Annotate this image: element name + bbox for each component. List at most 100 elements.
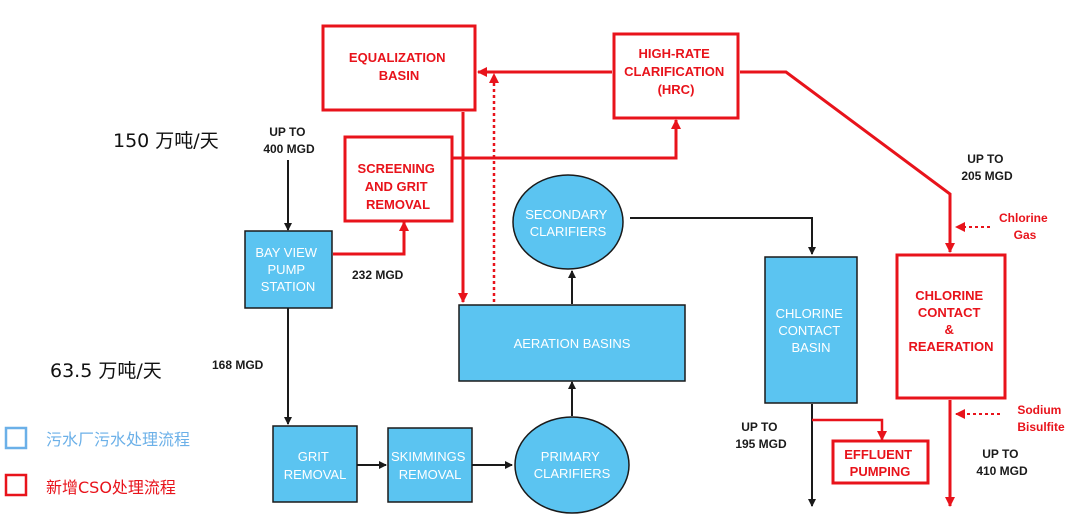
bay-view-label-2: PUMP — [268, 262, 305, 277]
flow-up-to-205: UP TO 205 MGD — [961, 152, 1013, 183]
skimmings-label-1: SKIMMINGS — [391, 449, 466, 464]
flow-up-to-400-line-2: 400 MGD — [263, 142, 315, 156]
svg-text:AERATION BASINS: AERATION BASINS — [514, 336, 631, 351]
effluent-pumping-box — [831, 439, 930, 485]
sodium-bisulfite-label: Sodium Bisulfite — [1017, 403, 1065, 434]
secondary-to-chlorine-basin-arrow — [630, 217, 816, 255]
grit-label-2: REMOVAL — [284, 467, 347, 482]
screening-box — [343, 135, 454, 223]
primary-clarifiers: PRIMARY CLARIFIERS — [514, 416, 630, 514]
sodium-bisulfite-line-2: Bisulfite — [1017, 420, 1065, 434]
legend: 污水厂污水处理流程 新增CSO处理流程 — [4, 426, 190, 497]
flow-up-to-205-line-2: 205 MGD — [961, 169, 1013, 183]
hrc-box — [612, 32, 740, 120]
aeration-box — [458, 304, 686, 382]
hrc-label-3: (HRC) — [658, 82, 695, 97]
primary-ellipse — [514, 416, 630, 514]
svg-text:HIGH-RATE CLARIFICATION: HIGH-RATE CLARIFICATION (HRC) — [624, 46, 728, 97]
flow-up-to-205-line-1: UP TO — [967, 152, 1003, 166]
aeration-label: AERATION BASINS — [514, 336, 631, 351]
secondary-label-2: CLARIFIERS — [530, 224, 607, 239]
svg-text:CHLORINE CONTACT &: CHLORINE CONTACT & REAERATION — [909, 288, 994, 354]
cso-flow-lines — [333, 67, 1000, 507]
svg-text:GRIT REMOVAL: GRIT REMOVAL — [284, 449, 347, 482]
flow-up-to-195-line-1: UP TO — [741, 420, 777, 434]
skimmings-box — [387, 427, 473, 503]
reaeration-label-4: REAERATION — [909, 339, 994, 354]
skimmings-removal: SKIMMINGS REMOVAL — [387, 427, 473, 503]
svg-text:SKIMMINGS REMOVAL: SKIMMINGS REMOVAL — [391, 449, 469, 482]
chlorine-contact-reaeration: CHLORINE CONTACT & REAERATION — [895, 253, 1007, 400]
chlorine-basin-label-2: CONTACT — [778, 323, 840, 338]
secondary-ellipse — [512, 174, 624, 270]
legend-label-cso: 新增CSO处理流程 — [46, 478, 176, 497]
hrc-label-2: CLARIFICATION — [624, 64, 724, 79]
flow-up-to-410: UP TO 410 MGD — [976, 447, 1028, 478]
grit-label-1: GRIT — [298, 449, 329, 464]
flow-up-to-195-line-2: 195 MGD — [735, 437, 787, 451]
capacity-note-150: 150 万吨/天 — [113, 130, 219, 152]
bay-view-pump-station: BAY VIEW PUMP STATION — [244, 230, 333, 309]
bay-view-label-3: STATION — [261, 279, 315, 294]
grit-box — [272, 425, 358, 503]
equalization-label-1: EQUALIZATION — [349, 50, 446, 65]
svg-text:SCREENING AND GRIT: SCREENING AND GRIT REMOVAL — [358, 161, 439, 212]
hrc-label-1: HIGH-RATE — [639, 46, 711, 61]
secondary-label-1: SECONDARY — [525, 207, 607, 222]
screening-to-hrc-arrow — [453, 119, 681, 160]
svg-text:CHLORINE CONTACT B: CHLORINE CONTACT BASIN — [776, 306, 847, 355]
secondary-clarifiers: SECONDARY CLARIFIERS — [512, 174, 624, 270]
bayview-to-screening-arrow — [333, 221, 409, 256]
flow-up-to-410-line-2: 410 MGD — [976, 464, 1028, 478]
chlorine-basin-label-1: CHLORINE — [776, 306, 844, 321]
flow-168-mgd: 168 MGD — [212, 358, 264, 372]
svg-text:EQUALIZATION BASIN: EQUALIZATION BASIN — [349, 50, 449, 83]
capacity-note-63: 63.5 万吨/天 — [50, 360, 162, 382]
high-rate-clarification: HIGH-RATE CLARIFICATION (HRC) — [612, 32, 740, 120]
svg-text:PRIMARY CLARIFIERS: PRIMARY CLARIFIERS — [534, 449, 611, 481]
effluent-pumping-label-1: EFFLUENT — [844, 447, 912, 462]
reaeration-box — [895, 253, 1007, 400]
hrc-to-chlorine-reaeration-arrow — [740, 70, 955, 253]
screening-label-2: AND GRIT — [365, 179, 428, 194]
chlorine-gas-line-1: Chlorine — [999, 211, 1048, 225]
svg-text:BAY VIEW PUMP STAT: BAY VIEW PUMP STATION — [255, 245, 320, 294]
legend-swatch-blue — [4, 426, 28, 450]
reaeration-label-1: CHLORINE — [915, 288, 983, 303]
aeration-basins: AERATION BASINS — [458, 304, 686, 382]
effluent-pumping-label-2: PUMPING — [850, 464, 911, 479]
svg-text:EFFLUENT PUMPING: EFFLUENT PUMPING — [844, 447, 916, 479]
skimmings-label-2: REMOVAL — [399, 467, 462, 482]
flow-up-to-195: UP TO 195 MGD — [735, 420, 787, 451]
bay-view-label-1: BAY VIEW — [255, 245, 317, 260]
screening-grit-removal: SCREENING AND GRIT REMOVAL — [343, 135, 454, 223]
grit-removal: GRIT REMOVAL — [272, 425, 358, 503]
chlorine-basin-label-3: BASIN — [791, 340, 830, 355]
sodium-bisulfite-line-1: Sodium — [1017, 403, 1061, 417]
reaeration-label-2: CONTACT — [918, 305, 981, 320]
bay-view-box — [244, 230, 333, 309]
screening-label-1: SCREENING — [358, 161, 435, 176]
svg-text:SECONDARY CLARIFIERS: SECONDARY CLARIFIERS — [525, 207, 611, 239]
flow-232-mgd: 232 MGD — [352, 268, 404, 282]
primary-label-2: CLARIFIERS — [534, 466, 611, 481]
primary-label-1: PRIMARY — [541, 449, 600, 464]
chlorine-basin-box — [764, 256, 858, 404]
legend-label-plant: 污水厂污水处理流程 — [46, 430, 190, 449]
chlorine-contact-basin: CHLORINE CONTACT BASIN — [764, 256, 858, 404]
legend-swatch-red — [4, 473, 28, 497]
screening-label-3: REMOVAL — [366, 197, 430, 212]
chlorine-gas-line-2: Gas — [1014, 228, 1037, 242]
flow-up-to-410-line-1: UP TO — [982, 447, 1018, 461]
equalization-basin: EQUALIZATION BASIN — [321, 24, 477, 112]
equalization-box — [321, 24, 477, 112]
reaeration-label-3: & — [944, 322, 953, 337]
basin-to-effluent-pumping-arrow — [812, 418, 887, 441]
flow-up-to-400-line-1: UP TO — [269, 125, 305, 139]
effluent-pumping: EFFLUENT PUMPING — [831, 439, 930, 485]
equalization-label-2: BASIN — [379, 68, 419, 83]
chlorine-gas-label: Chlorine Gas — [999, 211, 1051, 242]
existing-flow-lines — [284, 160, 816, 507]
flow-up-to-400: UP TO 400 MGD — [263, 125, 315, 156]
